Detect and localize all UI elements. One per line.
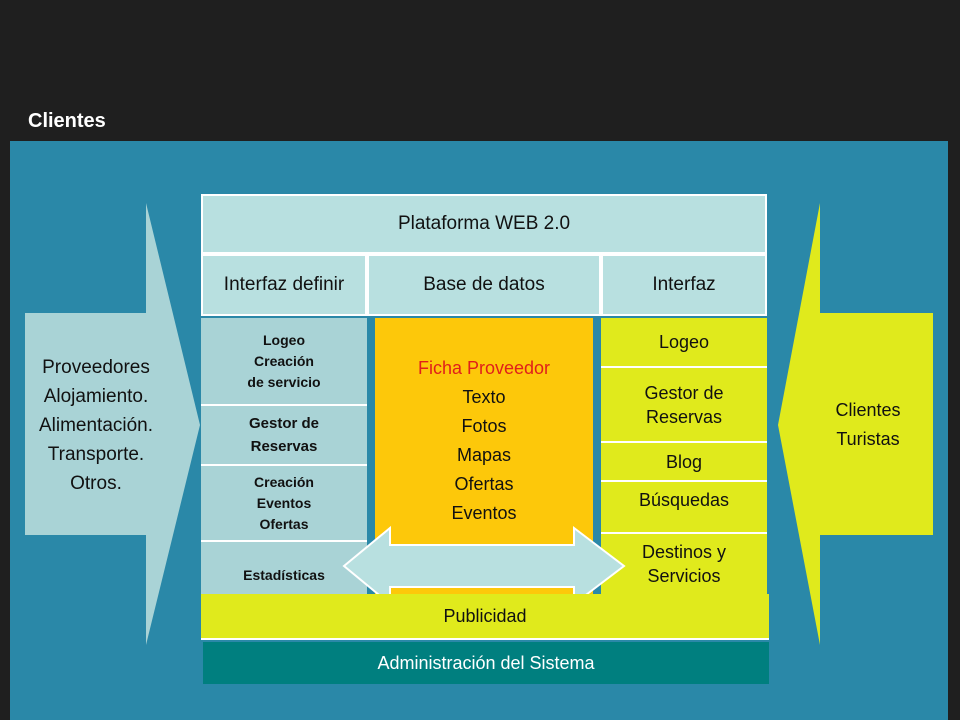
ficha-line: Mapas xyxy=(456,445,512,465)
left-arrow-line: Otros. xyxy=(70,473,122,494)
item-line: Destinos y xyxy=(641,542,727,562)
ficha-line: Eventos xyxy=(451,503,517,523)
item-line: Ofertas xyxy=(259,515,309,532)
item-line: Gestor de xyxy=(248,415,320,432)
left-arrow-label: Proveedores Alojamiento. Alimentación. T… xyxy=(22,353,170,498)
left-arrow-line: Proveedores xyxy=(42,357,150,378)
item-line: Gestor de xyxy=(644,382,724,403)
header-base-de-datos: Base de datos xyxy=(367,254,601,316)
item-line: Creación xyxy=(254,352,314,369)
ficha-proveedor: Ficha Proveedor Texto Fotos Mapas Oferta… xyxy=(375,354,593,528)
item-line: Eventos xyxy=(256,494,312,511)
left-arrow-line: Alimentación. xyxy=(38,415,154,436)
left-item-gestor-reservas: Gestor de Reservas xyxy=(201,406,367,466)
ficha-line: Ofertas xyxy=(454,474,514,494)
admin-bar: Administración del Sistema xyxy=(203,642,769,684)
right-arrow-line: Clientes xyxy=(835,400,901,420)
ficha-line: Texto xyxy=(462,387,506,407)
item-line: Reservas xyxy=(250,438,318,455)
left-item-logeo: Logeo Creación de servicio xyxy=(201,318,367,406)
platform-title: Plataforma WEB 2.0 xyxy=(201,194,767,254)
left-arrow-shape xyxy=(25,203,200,645)
item-line: Logeo xyxy=(658,332,710,352)
item-line: Creación xyxy=(254,473,314,490)
header-interfaz: Interfaz xyxy=(601,254,767,316)
item-line: Logeo xyxy=(263,331,305,348)
left-arrow-line: Transporte. xyxy=(47,444,145,465)
double-arrow-connector xyxy=(342,525,626,607)
item-line: Reservas xyxy=(645,406,723,427)
ficha-line: Fotos xyxy=(461,416,507,436)
left-arrow-line: Alojamiento. xyxy=(43,386,149,407)
slide-title: Clientes xyxy=(28,110,106,132)
left-item-creacion-eventos: Creación Eventos Ofertas xyxy=(201,466,367,542)
item-line: Servicios xyxy=(647,566,721,586)
item-line: Estadísticas xyxy=(243,567,325,583)
right-item-gestor-reservas: Gestor de Reservas xyxy=(601,368,767,443)
right-arrow-shape xyxy=(778,203,933,645)
publicidad-bar: Publicidad xyxy=(201,594,769,640)
right-arrow-line: Turistas xyxy=(836,429,900,449)
right-item-busquedas: Búsquedas xyxy=(601,482,767,534)
right-item-logeo: Logeo xyxy=(601,318,767,368)
ficha-heading: Ficha Proveedor xyxy=(417,358,551,378)
right-item-blog: Blog xyxy=(601,443,767,482)
right-item-destinos: Destinos y Servicios xyxy=(601,534,767,594)
item-line: Blog xyxy=(665,451,703,472)
left-item-estadisticas: Estadísticas xyxy=(201,542,367,594)
item-line: Búsquedas xyxy=(638,490,730,510)
header-interfaz-definir: Interfaz definir xyxy=(201,254,367,316)
right-arrow-label: Clientes Turistas xyxy=(798,396,938,454)
item-line: de servicio xyxy=(247,373,321,390)
